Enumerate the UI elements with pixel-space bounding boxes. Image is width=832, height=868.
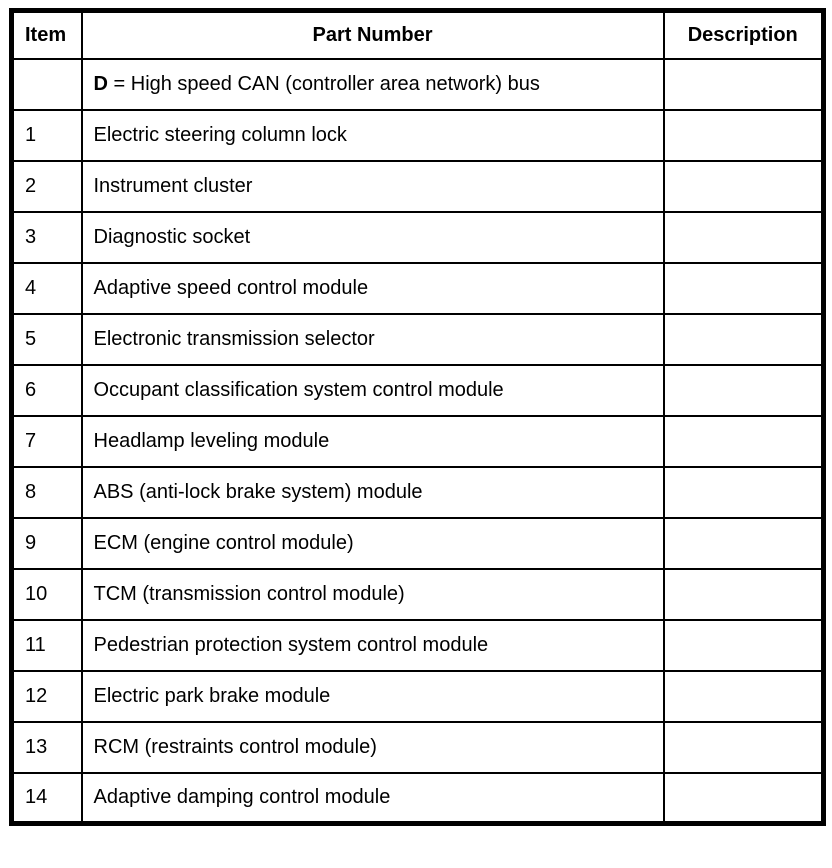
part-number-cell: Adaptive speed control module <box>80 261 665 315</box>
note-row: D = High speed CAN (controller area netw… <box>10 57 825 111</box>
part-number-cell: ECM (engine control module) <box>80 516 665 570</box>
table-row: 6 Occupant classification system control… <box>10 363 825 417</box>
description-cell <box>662 465 825 519</box>
description-cell <box>662 516 825 570</box>
part-number-cell: Headlamp leveling module <box>80 414 665 468</box>
note-text: = High speed CAN (controller area networ… <box>107 73 540 95</box>
part-number-cell: ABS (anti-lock brake system) module <box>80 465 665 519</box>
item-number-cell: 14 <box>10 771 83 825</box>
description-cell <box>662 312 825 366</box>
item-number-cell: 2 <box>10 159 83 213</box>
part-number-cell: Electric park brake module <box>80 669 665 723</box>
header-item: Item <box>10 9 83 60</box>
part-number-cell: RCM (restraints control module) <box>80 720 665 774</box>
description-cell <box>662 210 825 264</box>
table-row: 13 RCM (restraints control module) <box>10 720 825 774</box>
item-number-cell: 4 <box>10 261 83 315</box>
table-row: 2 Instrument cluster <box>10 159 825 213</box>
table-row: 11 Pedestrian protection system control … <box>10 618 825 672</box>
item-number-cell: 1 <box>10 108 83 162</box>
note-lead: D <box>93 73 108 95</box>
note-item-cell <box>10 57 83 111</box>
part-number-cell: Pedestrian protection system control mod… <box>80 618 665 672</box>
item-number-cell: 7 <box>10 414 83 468</box>
table-row: 14 Adaptive damping control module <box>10 771 825 825</box>
part-number-cell: Electronic transmission selector <box>80 312 665 366</box>
description-cell <box>662 414 825 468</box>
part-number-cell: TCM (transmission control module) <box>80 567 665 621</box>
table-row: 5 Electronic transmission selector <box>10 312 825 366</box>
table-row: 12 Electric park brake module <box>10 669 825 723</box>
header-description: Description <box>662 9 825 60</box>
description-cell <box>662 261 825 315</box>
item-number-cell: 9 <box>10 516 83 570</box>
item-number-cell: 8 <box>10 465 83 519</box>
description-cell <box>662 363 825 417</box>
header-row: Item Part Number Description <box>10 9 825 60</box>
description-cell <box>662 567 825 621</box>
part-number-cell: Diagnostic socket <box>80 210 665 264</box>
description-cell <box>662 108 825 162</box>
table-row: 10 TCM (transmission control module) <box>10 567 825 621</box>
part-number-cell: Instrument cluster <box>80 159 665 213</box>
table-body: D = High speed CAN (controller area netw… <box>10 57 825 825</box>
table-header: Item Part Number Description <box>10 9 825 60</box>
item-number-cell: 12 <box>10 669 83 723</box>
description-cell <box>662 618 825 672</box>
item-number-cell: 11 <box>10 618 83 672</box>
part-number-cell: Occupant classification system control m… <box>80 363 665 417</box>
table-row: 8 ABS (anti-lock brake system) module <box>10 465 825 519</box>
item-number-cell: 6 <box>10 363 83 417</box>
description-cell <box>662 669 825 723</box>
table-row: 4 Adaptive speed control module <box>10 261 825 315</box>
description-cell <box>662 159 825 213</box>
part-number-cell: Electric steering column lock <box>80 108 665 162</box>
item-number-cell: 13 <box>10 720 83 774</box>
table-row: 7 Headlamp leveling module <box>10 414 825 468</box>
table-row: 3 Diagnostic socket <box>10 210 825 264</box>
item-number-cell: 10 <box>10 567 83 621</box>
description-cell <box>662 720 825 774</box>
table-row: 9 ECM (engine control module) <box>10 516 825 570</box>
part-number-cell: Adaptive damping control module <box>80 771 665 825</box>
item-number-cell: 5 <box>10 312 83 366</box>
header-part-number: Part Number <box>80 9 665 60</box>
note-description-cell <box>662 57 825 111</box>
parts-table: Item Part Number Description D = High sp… <box>9 8 826 826</box>
table-row: 1 Electric steering column lock <box>10 108 825 162</box>
note-cell: D = High speed CAN (controller area netw… <box>80 57 665 111</box>
item-number-cell: 3 <box>10 210 83 264</box>
description-cell <box>662 771 825 825</box>
